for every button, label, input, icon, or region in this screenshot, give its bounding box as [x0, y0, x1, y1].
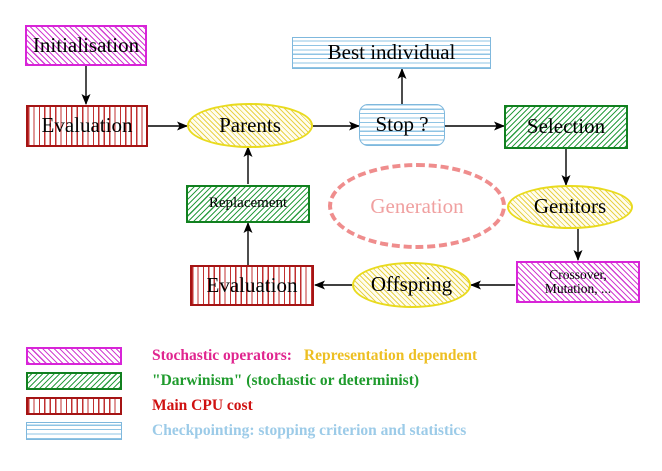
- node-stop-label: Stop ?: [375, 112, 429, 137]
- node-best-individual[interactable]: Best individual: [292, 37, 491, 69]
- node-crossover-line1: Crossover,: [549, 267, 607, 283]
- legend-label-main-cpu-cost: Main CPU cost: [152, 397, 253, 414]
- legend-label-stochastic-operators: Stochastic operators:: [152, 347, 292, 364]
- node-replacement-label: Replacement: [208, 195, 288, 212]
- node-evaluation-bottom[interactable]: Evaluation: [190, 265, 314, 306]
- node-crossover-line2: Mutation, ...: [544, 281, 612, 296]
- legend-swatch-red: [26, 397, 122, 415]
- node-selection[interactable]: Selection: [504, 105, 628, 149]
- node-replacement[interactable]: Replacement: [186, 185, 310, 223]
- node-selection-label: Selection: [526, 114, 606, 139]
- node-genitors[interactable]: Genitors: [507, 185, 633, 229]
- node-offspring-label: Offspring: [370, 272, 453, 297]
- legend-row-darwinism: "Darwinism" (stochastic or determinist): [26, 372, 419, 390]
- node-crossover-mutation[interactable]: Crossover, Mutation, ...: [516, 261, 640, 303]
- node-evaluation-top[interactable]: Evaluation: [26, 105, 148, 147]
- legend-row-checkpointing: Checkpointing: stopping criterion and st…: [26, 422, 466, 440]
- node-genitors-label: Genitors: [533, 194, 607, 219]
- node-parents[interactable]: Parents: [187, 103, 313, 148]
- node-evaluation-bottom-label: Evaluation: [206, 272, 298, 297]
- legend-swatch-magenta: [26, 347, 122, 365]
- legend-label-representation-dependent: Representation dependent: [303, 347, 478, 364]
- legend-row-stochastic-operators: Stochastic operators: Representation dep…: [26, 347, 477, 365]
- node-parents-label: Parents: [219, 112, 281, 137]
- node-initialisation[interactable]: Initialisation: [25, 25, 147, 66]
- node-offspring[interactable]: Offspring: [352, 262, 471, 308]
- node-evaluation-top-label: Evaluation: [41, 113, 133, 138]
- node-generation-label: Generation: [370, 193, 464, 218]
- node-generation[interactable]: Generation: [328, 163, 506, 249]
- node-stop[interactable]: Stop ?: [359, 104, 445, 146]
- node-best-individual-label: Best individual: [327, 40, 456, 65]
- legend-label-checkpointing: Checkpointing: stopping criterion and st…: [152, 422, 467, 439]
- legend-swatch-green: [26, 372, 122, 390]
- node-initialisation-label: Initialisation: [32, 32, 140, 57]
- legend-row-main-cpu-cost: Main CPU cost: [26, 397, 253, 415]
- legend-label-darwinism: "Darwinism" (stochastic or determinist): [152, 372, 420, 389]
- legend-swatch-blue: [26, 422, 122, 440]
